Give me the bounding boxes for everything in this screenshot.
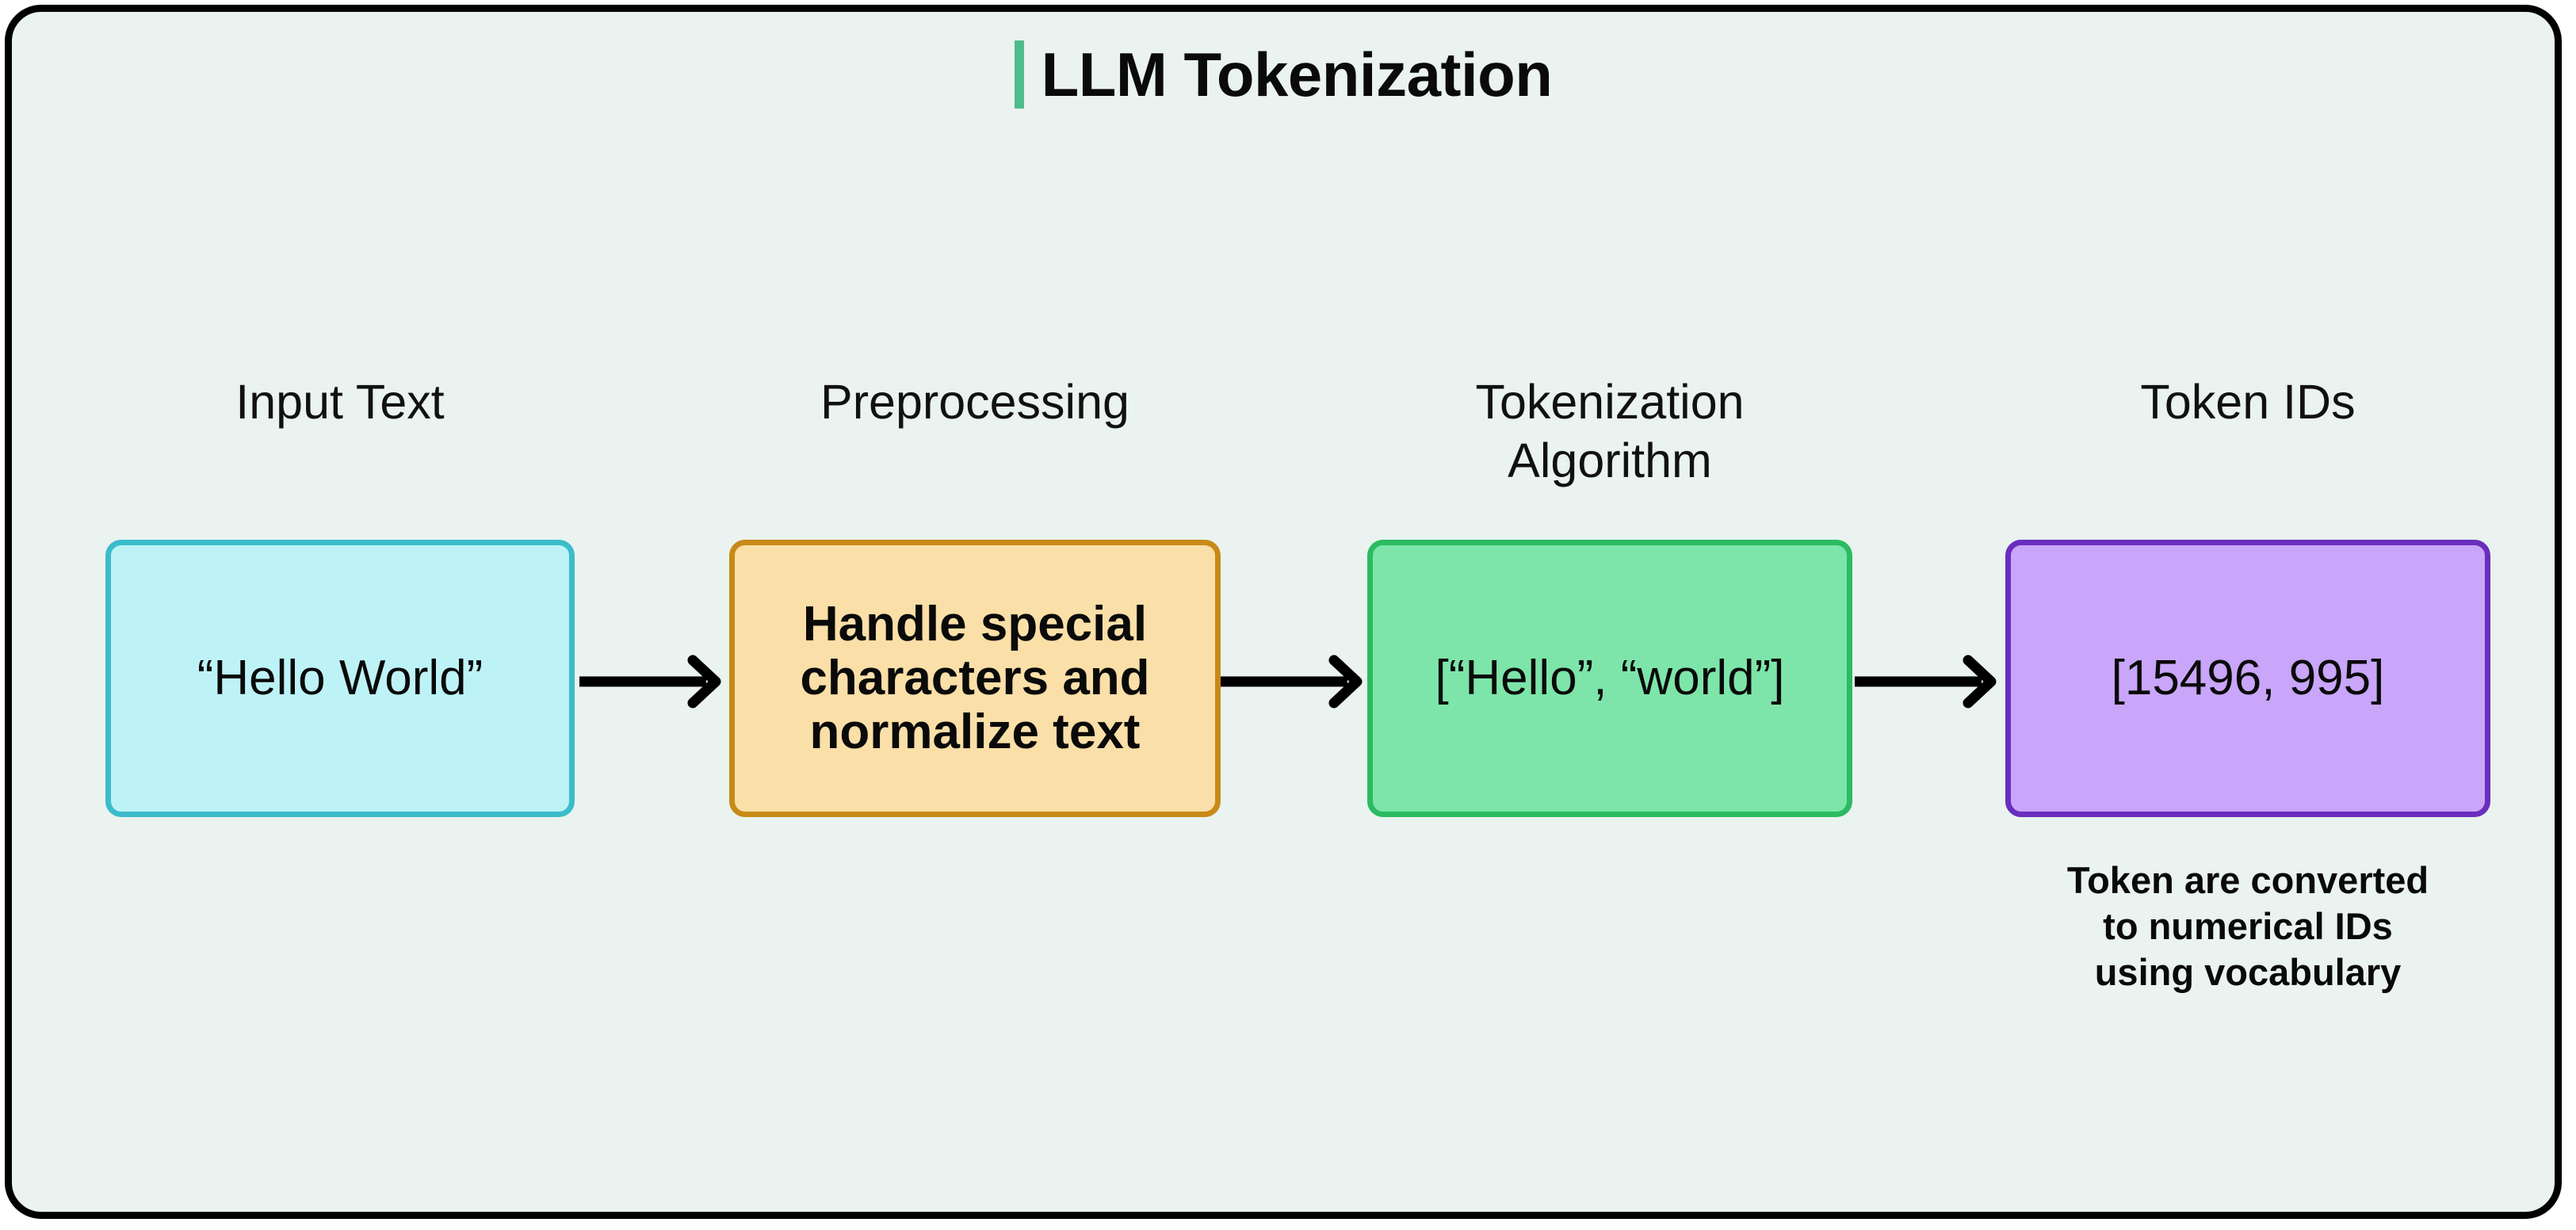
stage-preprocessing: Preprocessing Handle special characters … xyxy=(729,372,1221,817)
arrow-right-icon-1 xyxy=(579,654,730,709)
page-title: LLM Tokenization xyxy=(12,40,2555,109)
arrow-right-icon-2 xyxy=(1221,654,1371,709)
stage-box-text-token-ids: [15496, 995] xyxy=(2111,651,2385,705)
stage-box-input-text: “Hello World” xyxy=(105,540,575,817)
stage-box-tokenization-algorithm: [“Hello”, “world”] xyxy=(1367,540,1852,817)
arrow-right-icon-3 xyxy=(1855,654,2005,709)
stage-token-ids: Token IDs [15496, 995] Token are convert… xyxy=(2005,372,2490,993)
stage-input-text: Input Text “Hello World” xyxy=(105,372,575,817)
stage-box-text-tokenization-algorithm: [“Hello”, “world”] xyxy=(1435,651,1785,705)
stage-box-text-input-text: “Hello World” xyxy=(197,651,483,705)
stage-note-token-ids: Token are converted to numerical IDs usi… xyxy=(2066,859,2429,993)
stage-header-token-ids: Token IDs xyxy=(2140,375,2356,429)
stage-tokenization-algorithm: Tokenization Algorithm [“Hello”, “world”… xyxy=(1367,372,1852,817)
stage-box-preprocessing: Handle special characters and normalize … xyxy=(729,540,1221,817)
title-accent-bar xyxy=(1014,40,1024,109)
stage-box-token-ids: [15496, 995] xyxy=(2005,540,2490,817)
stage-box-text-preprocessing: Handle special characters and normalize … xyxy=(800,597,1150,759)
stage-header-preprocessing: Preprocessing xyxy=(820,375,1129,429)
diagram-canvas: LLM Tokenization Input Text “Hello World… xyxy=(5,5,2562,1219)
page-title-text: LLM Tokenization xyxy=(1041,40,1553,109)
tokenization-flow: Input Text “Hello World” Preprocessing H… xyxy=(12,12,2555,1212)
stage-header-input-text: Input Text xyxy=(235,375,445,429)
stage-header-tokenization-algorithm: Tokenization Algorithm xyxy=(1475,375,1745,487)
